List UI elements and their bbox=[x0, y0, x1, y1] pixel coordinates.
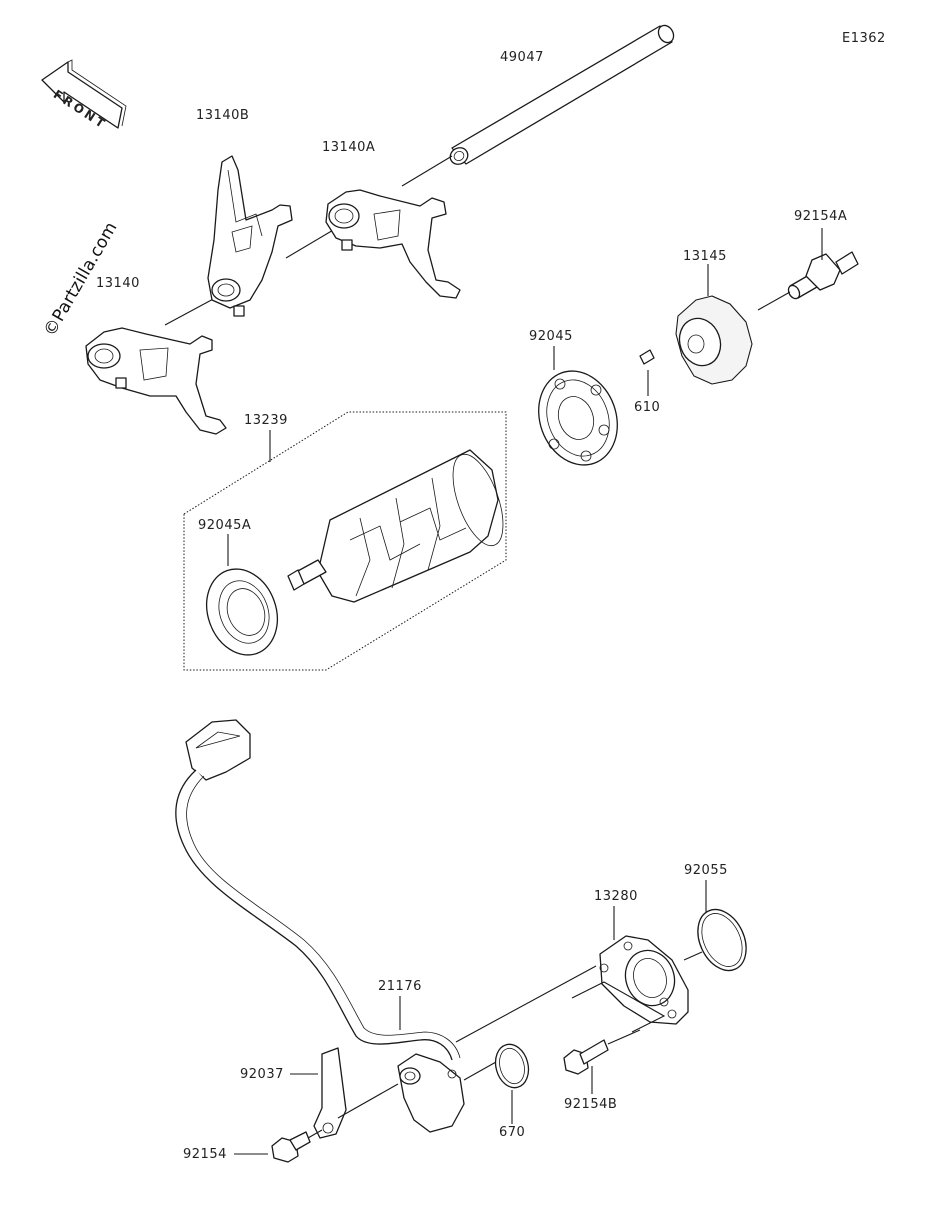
callout-49047[interactable]: 49047 bbox=[500, 50, 544, 65]
callout-92154A[interactable]: 92154A bbox=[794, 209, 848, 224]
o-ring-92055 bbox=[697, 908, 747, 972]
callout-13140[interactable]: 13140 bbox=[96, 276, 140, 291]
callout-92055[interactable]: 92055 bbox=[684, 863, 728, 878]
o-ring-670 bbox=[494, 1043, 530, 1089]
callout-92154B[interactable]: 92154B bbox=[564, 1097, 618, 1112]
callout-92045[interactable]: 92045 bbox=[529, 329, 573, 344]
bolt-92154B bbox=[563, 1039, 609, 1075]
pin-610 bbox=[639, 349, 655, 365]
callout-13145[interactable]: 13145 bbox=[683, 249, 727, 264]
shift-fork-13140B bbox=[207, 155, 293, 317]
front-arrow-icon bbox=[41, 59, 127, 129]
shift-drum bbox=[287, 449, 504, 603]
shaft-49047 bbox=[449, 24, 675, 165]
shift-cam-13145 bbox=[675, 295, 753, 385]
callout-92037[interactable]: 92037 bbox=[240, 1067, 284, 1082]
callout-21176[interactable]: 21176 bbox=[378, 979, 422, 994]
gear-position-sensor-21176 bbox=[175, 719, 465, 1133]
callout-13280[interactable]: 13280 bbox=[594, 889, 638, 904]
callout-13239[interactable]: 13239 bbox=[244, 413, 288, 428]
bolt-92154A bbox=[787, 251, 859, 300]
callout-610[interactable]: 610 bbox=[634, 400, 661, 415]
bearing-92045A bbox=[206, 568, 278, 656]
shift-fork-13140 bbox=[85, 327, 227, 435]
callout-13140B[interactable]: 13140B bbox=[196, 108, 250, 123]
drum-assembly-box bbox=[183, 411, 507, 671]
diagram-code: E1362 bbox=[842, 31, 886, 46]
callout-92154[interactable]: 92154 bbox=[183, 1147, 227, 1162]
callout-92045A[interactable]: 92045A bbox=[198, 518, 252, 533]
shift-fork-13140A bbox=[325, 189, 461, 299]
bearing-92045 bbox=[538, 370, 618, 466]
bolt-92154 bbox=[271, 1131, 311, 1163]
holder-13280 bbox=[599, 935, 689, 1025]
callout-670[interactable]: 670 bbox=[499, 1125, 526, 1140]
clamp-92037 bbox=[313, 1047, 347, 1139]
callout-13140A[interactable]: 13140A bbox=[322, 140, 376, 155]
